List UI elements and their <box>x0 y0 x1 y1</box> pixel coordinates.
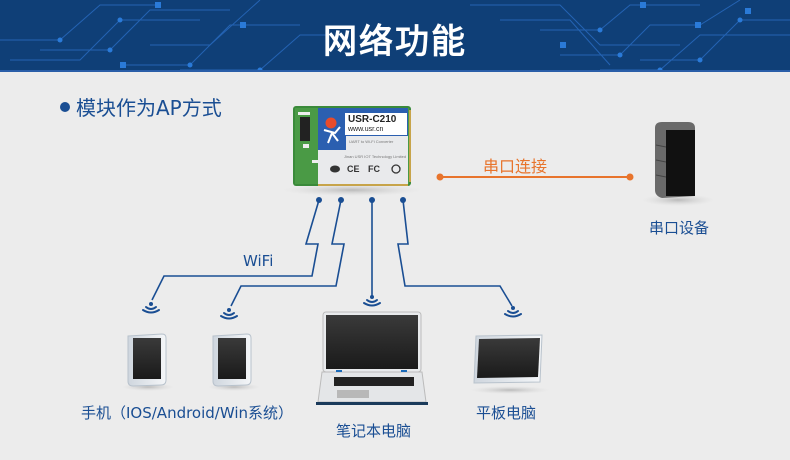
svg-text:CE: CE <box>347 164 360 174</box>
wifi-signal-icon <box>142 302 160 314</box>
phone-label: 手机（IOS/Android/Win系统） <box>81 404 294 422</box>
tablet-icon <box>470 334 550 394</box>
module-subtitle: UART to Wi-Fi Converter <box>349 139 394 144</box>
header-underline <box>0 70 790 72</box>
module-company: Jinan USR IOT Technology Limited <box>344 154 406 159</box>
module-pin-dots <box>316 197 406 203</box>
serial-device-label: 串口设备 <box>649 219 710 237</box>
tablet-label: 平板电脑 <box>476 404 537 422</box>
wifi-label: WiFi <box>243 252 274 270</box>
mode-heading: 模块作为AP方式 <box>60 92 222 121</box>
laptop-label: 笔记本电脑 <box>336 422 412 440</box>
serial-link-label: 串口连接 <box>483 157 548 176</box>
laptop-icon <box>316 311 428 405</box>
wifi-signal-icon <box>220 308 238 320</box>
wifi-signal-icon <box>363 295 381 307</box>
svg-text:FC: FC <box>368 164 380 174</box>
phone-icon <box>122 333 174 391</box>
serial-device-icon <box>642 122 714 206</box>
serial-link <box>436 173 634 181</box>
mode-heading-text: 模块作为AP方式 <box>76 96 222 120</box>
bullet-icon <box>60 101 70 112</box>
module-url: www.usr.cn <box>347 126 384 133</box>
page-title: 网络功能 <box>323 22 467 62</box>
wifi-module: USR-C210 www.usr.cn UART to Wi-Fi Conver… <box>282 106 422 196</box>
header-banner: 网络功能 <box>0 0 790 72</box>
wifi-connection-lines <box>151 199 513 307</box>
phone-icon <box>208 333 260 391</box>
certification-marks: CE FC <box>330 164 401 174</box>
module-model: USR-C210 <box>348 114 397 125</box>
wifi-signal-icon <box>504 306 522 318</box>
